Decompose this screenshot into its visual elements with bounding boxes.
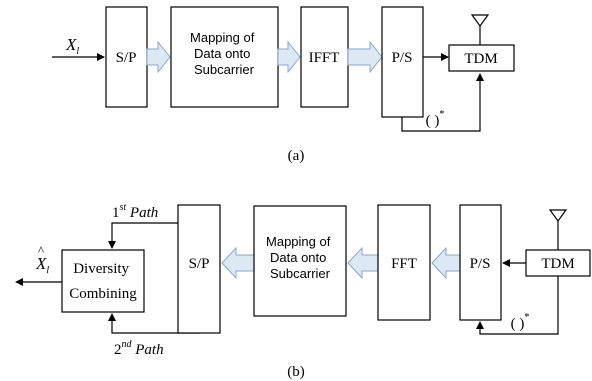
- ps-block-b: [459, 204, 502, 321]
- conj-path-a: [401, 73, 484, 132]
- fat-arrow-a2: [277, 40, 301, 74]
- antenna-icon: [548, 209, 568, 250]
- diagram-a: Xl S/P Mapping of Data onto Subcarrier I…: [52, 6, 515, 164]
- caption-b: (b): [287, 364, 305, 380]
- diversity-block: [61, 249, 145, 313]
- mapping-label-b: Mapping of Data onto Subcarrier: [266, 234, 334, 281]
- sp-label-a: S/P: [116, 50, 137, 66]
- tdm-block-a: [448, 44, 515, 72]
- conj-label-b: ( )*: [511, 312, 530, 332]
- mapping-label-a: Mapping of Data onto Subcarrier: [190, 30, 258, 77]
- fat-arrow-b2: [347, 246, 379, 280]
- input-label: Xl: [65, 35, 79, 57]
- fat-arrow-b3: [431, 246, 461, 280]
- ifft-label: IFFT: [309, 50, 340, 66]
- path1-label: 1st Path: [112, 202, 158, 221]
- antenna-icon: [470, 14, 490, 45]
- tdm-label-b: TDM: [541, 256, 574, 272]
- ifft-block: [300, 6, 349, 108]
- diversity-label: Diversity Combining: [69, 261, 137, 302]
- tdm-block-b: [525, 249, 591, 277]
- diagram-b: Xl ^ Diversity Combining 1st Path 2nd Pa…: [15, 202, 591, 380]
- ps-label-b: P/S: [470, 256, 491, 272]
- output-hat: ^: [38, 243, 44, 258]
- fat-arrow-b1: [221, 246, 255, 280]
- sp-label-b: S/P: [189, 256, 210, 272]
- mapping-block-b: [253, 205, 347, 317]
- tdm-label-a: TDM: [464, 51, 497, 67]
- fft-block: [377, 204, 431, 321]
- fat-arrow-a1: [146, 40, 171, 74]
- path2-line: [108, 313, 200, 334]
- conj-label-a: ( )*: [426, 109, 445, 129]
- path2-label: 2nd Path: [114, 339, 164, 358]
- output-label: Xl: [35, 254, 49, 276]
- fft-label: FFT: [391, 256, 417, 272]
- caption-a: (a): [288, 148, 305, 164]
- ps-label-a: P/S: [392, 50, 413, 66]
- conj-path-b: [476, 276, 559, 335]
- mapping-block-a: [170, 6, 279, 108]
- ps-block-a: [381, 6, 424, 118]
- fat-arrow-a3: [347, 40, 383, 74]
- path1-line: [108, 222, 178, 249]
- sp-block-b: [177, 204, 221, 334]
